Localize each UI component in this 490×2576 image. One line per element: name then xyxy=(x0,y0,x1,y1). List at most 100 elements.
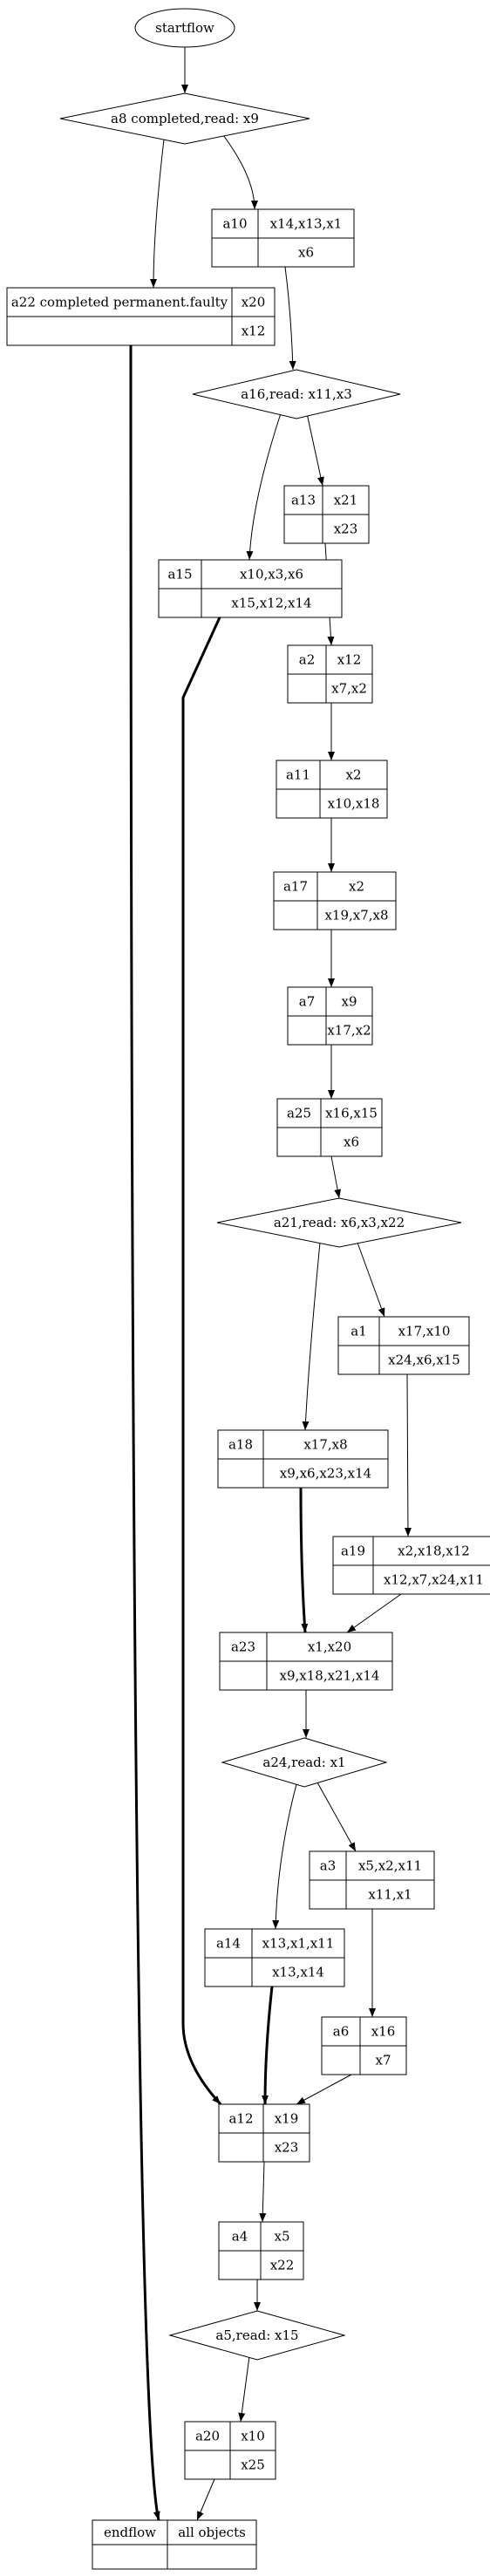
edge-a14-to-a12 xyxy=(262,1986,274,2105)
node-a18: a18 x17,x8 x9,x6,x23,x14 xyxy=(217,1429,389,1489)
activity-bottom-vars: x7 xyxy=(375,2053,391,2068)
decision-label: a24,read: x1 xyxy=(262,1755,345,1770)
decision-diamond xyxy=(221,1737,388,1788)
edges-layer xyxy=(129,47,412,2521)
activity-name: a1 xyxy=(350,1324,367,1339)
activity-name: a4 xyxy=(232,2229,248,2245)
edge-a15-to-a12 xyxy=(181,617,222,2106)
activity-bottom-vars: x19,x7,x8 xyxy=(324,908,388,923)
edge-d_a16-to-a13 xyxy=(306,412,324,487)
activity-name: a14 xyxy=(216,1936,241,1952)
edge-a22-to-endflow xyxy=(129,344,160,2521)
edge-a25-to-d_a21 xyxy=(330,1155,342,1199)
activity-bottom-vars: x6 xyxy=(344,1135,359,1150)
edge-d_a24-to-a14 xyxy=(272,1783,297,1930)
activity-bottom-vars: x10,x18 xyxy=(328,796,380,812)
decision-label: a8 completed,read: x9 xyxy=(111,111,259,126)
start-ellipse xyxy=(134,8,235,48)
node-d_a24: a24,read: x1 xyxy=(221,1737,388,1788)
activity-top-vars: x2 xyxy=(345,767,361,783)
edge-a20-to-endflow xyxy=(196,2478,215,2521)
activity-name: a22 completed permanent.faulty xyxy=(11,295,228,310)
edge-d_a8-to-a22 xyxy=(150,139,165,289)
activity-top-vars: x21 xyxy=(334,493,358,508)
edge-a1-to-a19 xyxy=(404,1373,412,1537)
activity-name: a13 xyxy=(291,493,316,508)
activity-bottom-vars: x22 xyxy=(270,2258,295,2273)
edge-a19-to-a23 xyxy=(346,1593,402,1633)
activity-top-vars: x16 xyxy=(371,2024,396,2040)
activity-top-vars: x17,x10 xyxy=(398,1324,451,1339)
activity-name: a23 xyxy=(231,1639,255,1655)
activity-bottom-vars: x9,x18,x21,x14 xyxy=(280,1668,380,1684)
activity-bottom-vars: x9,x6,x23,x14 xyxy=(280,1466,371,1482)
node-a2: a2 x12 x7,x2 xyxy=(287,644,373,704)
activity-name: a17 xyxy=(283,879,308,895)
activity-top-vars: x5 xyxy=(274,2229,289,2245)
activity-bottom-vars: x15,x12,x14 xyxy=(231,596,311,611)
activity-top-vars: x2 xyxy=(349,879,364,895)
edge-d_a21-to-a1 xyxy=(357,1242,385,1318)
edge-a12-to-a4 xyxy=(259,2161,267,2223)
edge-a6-to-a12 xyxy=(296,2074,352,2105)
node-d_a21: a21,read: x6,x3,x22 xyxy=(216,1197,462,1248)
activity-name: endflow xyxy=(104,2525,156,2540)
activity-name: a6 xyxy=(333,2024,350,2040)
node-d_a16: a16,read: x11,x3 xyxy=(192,369,401,419)
activity-bottom-vars: x24,x6,x15 xyxy=(388,1353,460,1368)
activity-name: a18 xyxy=(228,1437,253,1453)
decision-diamond xyxy=(168,2310,346,2361)
activity-top-vars: x14,x13,x1 xyxy=(270,216,343,232)
activity-name: a7 xyxy=(299,994,316,1010)
activity-name: a2 xyxy=(299,652,316,668)
activity-top-vars: x12 xyxy=(337,652,362,668)
activity-bottom-vars: x11,x1 xyxy=(368,1887,412,1903)
node-startflow: startflow xyxy=(134,8,235,48)
activity-bottom-vars: x12,x7,x24,x11 xyxy=(384,1572,484,1588)
decision-label: a16,read: x11,x3 xyxy=(241,386,352,402)
edge-a18-to-a23 xyxy=(299,1487,309,1633)
edge-d_a21-to-a18 xyxy=(302,1242,321,1431)
edge-d_a16-to-a15 xyxy=(246,412,282,561)
node-d_a5: a5,read: x15 xyxy=(168,2310,346,2361)
activity-top-vars: all objects xyxy=(178,2525,246,2540)
activity-name: a15 xyxy=(167,567,192,583)
activity-bottom-vars: x23 xyxy=(275,2140,299,2156)
activity-top-vars: x10,x3,x6 xyxy=(240,567,303,583)
activity-top-vars: x1,x20 xyxy=(308,1639,351,1655)
activity-name: a25 xyxy=(287,1106,311,1121)
activity-top-vars: x2,x18,x12 xyxy=(398,1544,470,1559)
activity-bottom-vars: x17,x2 xyxy=(327,1023,371,1039)
node-a3: a3 x5,x2,x11 x11,x1 xyxy=(309,1850,435,1910)
activity-top-vars: x19 xyxy=(275,2111,299,2127)
activity-name: a3 xyxy=(320,1858,337,1874)
node-a13: a13 x21 x23 xyxy=(283,485,370,544)
activity-bottom-vars: x12 xyxy=(242,324,266,339)
activity-top-vars: x9 xyxy=(341,994,357,1010)
decision-label: a21,read: x6,x3,x22 xyxy=(274,1215,405,1230)
node-a15: a15 x10,x3,x6 x15,x12,x14 xyxy=(158,559,343,618)
node-a4: a4 x5 x22 xyxy=(218,2221,304,2280)
node-a23: a23 x1,x20 x9,x18,x21,x14 xyxy=(219,1632,393,1691)
activity-top-vars: x13,x1,x11 xyxy=(262,1936,335,1952)
node-d_a8: a8 completed,read: x9 xyxy=(59,92,310,145)
activity-top-vars: x17,x8 xyxy=(303,1437,347,1453)
node-a7: a7 x9 x17,x2 xyxy=(287,986,373,1046)
edge-d_a8-to-a10 xyxy=(220,131,258,210)
activity-top-vars: x5,x2,x11 xyxy=(358,1858,422,1874)
edge-d_a24-to-a3 xyxy=(316,1782,357,1852)
activity-name: a19 xyxy=(341,1544,365,1559)
decision-label: a5,read: x15 xyxy=(215,2327,298,2343)
decision-diamond xyxy=(59,92,310,145)
activity-bottom-vars: x23 xyxy=(334,521,358,537)
edge-d_a5-to-a20 xyxy=(238,2355,250,2423)
activity-bottom-vars: x7,x2 xyxy=(331,681,367,697)
